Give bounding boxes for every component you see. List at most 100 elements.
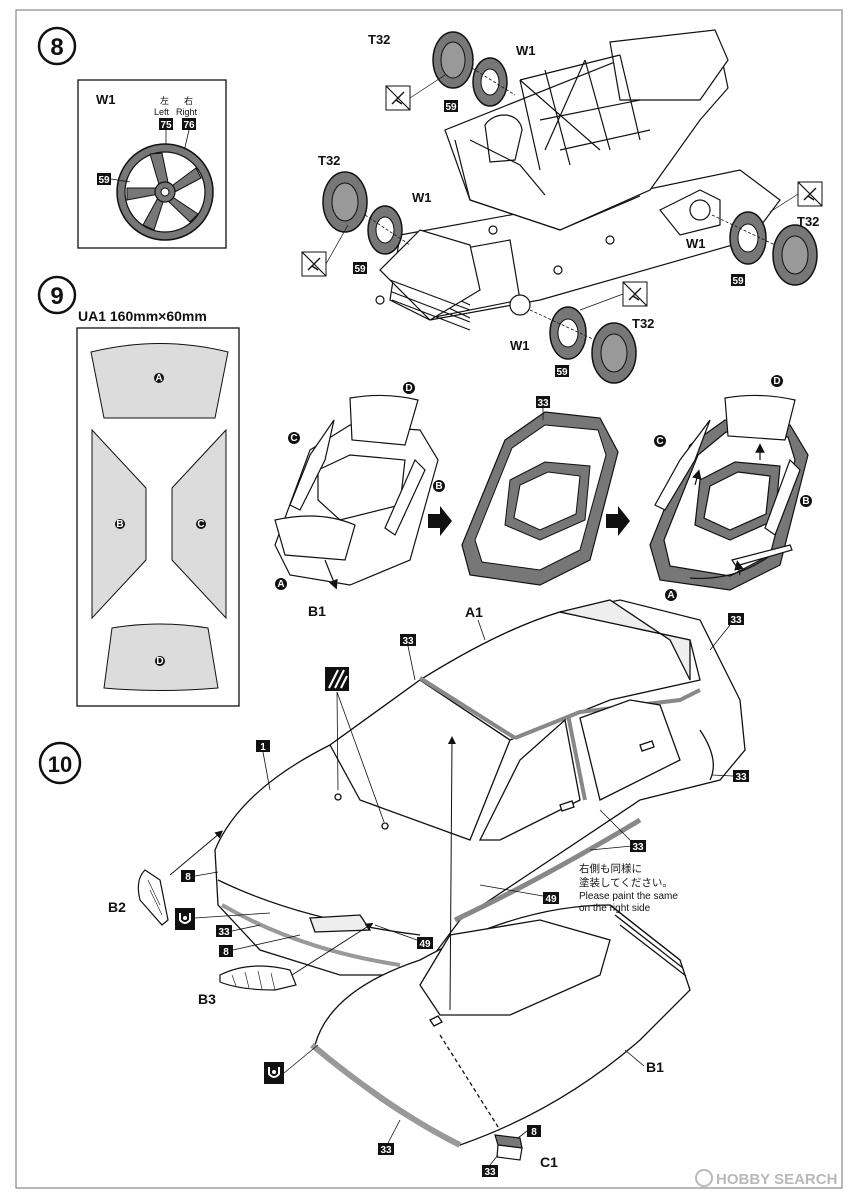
matte-paint-icon — [325, 667, 385, 823]
light-b3 — [219, 965, 297, 991]
label-b2: B2 — [108, 899, 126, 915]
right-front-tire-set — [529, 306, 637, 384]
wheel-callout: W1 左 右 Left Right 75 76 — [77, 79, 227, 249]
step-10-badge — [38, 741, 82, 785]
page-frame — [15, 9, 843, 1189]
svg-text:D: D — [156, 656, 163, 667]
color-59-badge — [555, 365, 569, 377]
mask-b-marker — [115, 519, 125, 529]
svg-text:8: 8 — [185, 872, 191, 883]
panel-b1 — [310, 904, 691, 1148]
label-t32: T32 — [632, 316, 654, 331]
badge-8-front: 8 — [181, 870, 219, 883]
mask-a-piece — [274, 515, 356, 561]
label-w1: W1 — [516, 43, 536, 58]
mask-d-piece — [724, 394, 796, 441]
color-59-text: 59 — [98, 175, 110, 186]
arrow-icon — [428, 506, 452, 536]
badge-33-c1: 33 — [482, 1154, 499, 1178]
note-jp-line1: 右側も同様に — [579, 862, 642, 875]
badge-1: 1 — [256, 740, 271, 791]
label-c1: C1 — [540, 1154, 558, 1170]
color-59-text: 59 — [445, 102, 457, 113]
svg-text:D: D — [773, 376, 780, 387]
light-b2 — [137, 869, 169, 926]
svg-text:C: C — [290, 433, 297, 444]
note-jp-line2: 塗装してください。 — [579, 876, 673, 889]
svg-text:33: 33 — [380, 1145, 392, 1156]
chassis-drawing — [375, 29, 781, 331]
badge-49-side: 49 — [479, 884, 559, 905]
mask-removal-drawing — [649, 394, 809, 591]
svg-text:33: 33 — [218, 927, 230, 938]
step-10: 10 — [38, 599, 749, 1178]
mid-left-tire-set — [322, 171, 411, 255]
decal-75-text: 75 — [160, 120, 172, 131]
label-b1: B1 — [646, 1059, 664, 1075]
label-t32: T32 — [368, 32, 390, 47]
decal-76-badge — [182, 118, 196, 130]
gloss-paint-icon — [175, 908, 195, 930]
painted-window-frame: 33 — [461, 396, 619, 586]
label-a1: A1 — [465, 604, 483, 620]
step-8-number: 8 — [50, 34, 63, 61]
badge-33-roof: 33 — [400, 634, 416, 681]
label-w1: W1 — [412, 190, 432, 205]
label-t32: T32 — [318, 153, 340, 168]
step-9-number: 9 — [50, 283, 63, 310]
svg-text:33: 33 — [730, 615, 742, 626]
badge-33-front: 33 — [216, 924, 261, 938]
svg-text:33: 33 — [632, 842, 644, 853]
badge-33-side: 33 — [589, 809, 646, 853]
color-59-badge — [731, 274, 745, 286]
color-59-text: 59 — [354, 264, 366, 275]
svg-text:A: A — [155, 373, 162, 384]
svg-text:A: A — [667, 590, 674, 601]
no-cement-icon — [797, 181, 823, 207]
svg-text:B: B — [116, 519, 123, 530]
logo-icon — [695, 1169, 713, 1187]
no-cement-icon — [385, 85, 411, 111]
watermark: HOBBY SEARCH — [695, 1169, 837, 1188]
no-cement-icon — [301, 251, 327, 277]
wheel-w1-drawing — [116, 143, 214, 241]
step-9: 9 UA1 160mm×60mm A B C D — [37, 275, 812, 707]
decal-76-text: 76 — [183, 120, 195, 131]
svg-text:C: C — [656, 436, 663, 447]
svg-text:B: B — [435, 481, 442, 492]
badge-33-rear: 33 — [709, 613, 744, 651]
window-part-with-masks — [274, 394, 439, 590]
svg-text:33: 33 — [402, 636, 414, 647]
label-t32: T32 — [797, 214, 819, 229]
color-59-badge — [353, 262, 367, 274]
svg-text:D: D — [405, 383, 412, 394]
right-rear-tire-set — [711, 211, 818, 286]
mask-sheet-title: UA1 160mm×60mm — [78, 308, 207, 324]
step-9-badge — [37, 275, 77, 315]
mask-b-piece — [384, 458, 426, 536]
part-c1 — [494, 1134, 523, 1161]
mask-c-piece — [654, 419, 711, 511]
mask-d-marker — [155, 656, 165, 666]
right-en-label: Right — [176, 107, 198, 117]
badge-8-lower: 8 — [219, 934, 301, 958]
mask-c-marker — [196, 519, 206, 529]
color-33-text: 33 — [537, 398, 549, 409]
svg-text:B: B — [802, 496, 809, 507]
wheel-callout-title: W1 — [96, 92, 116, 107]
svg-text:A: A — [277, 579, 284, 590]
decal-75-badge — [159, 118, 173, 130]
label-b3: B3 — [198, 991, 216, 1007]
step-10-number: 10 — [48, 752, 72, 777]
badge-33-bumper-rear: 33 — [711, 770, 749, 783]
svg-text:49: 49 — [545, 894, 557, 905]
note-en-line1: Please paint the same — [579, 891, 678, 902]
label-w1: W1 — [686, 236, 706, 251]
left-jp-label: 左 — [160, 95, 169, 106]
step-8: 8 W1 左 右 Left Right 75 76 — [37, 26, 823, 384]
mask-d-piece — [349, 394, 419, 446]
car-body-a1 — [214, 599, 746, 976]
svg-text:49: 49 — [419, 939, 431, 950]
